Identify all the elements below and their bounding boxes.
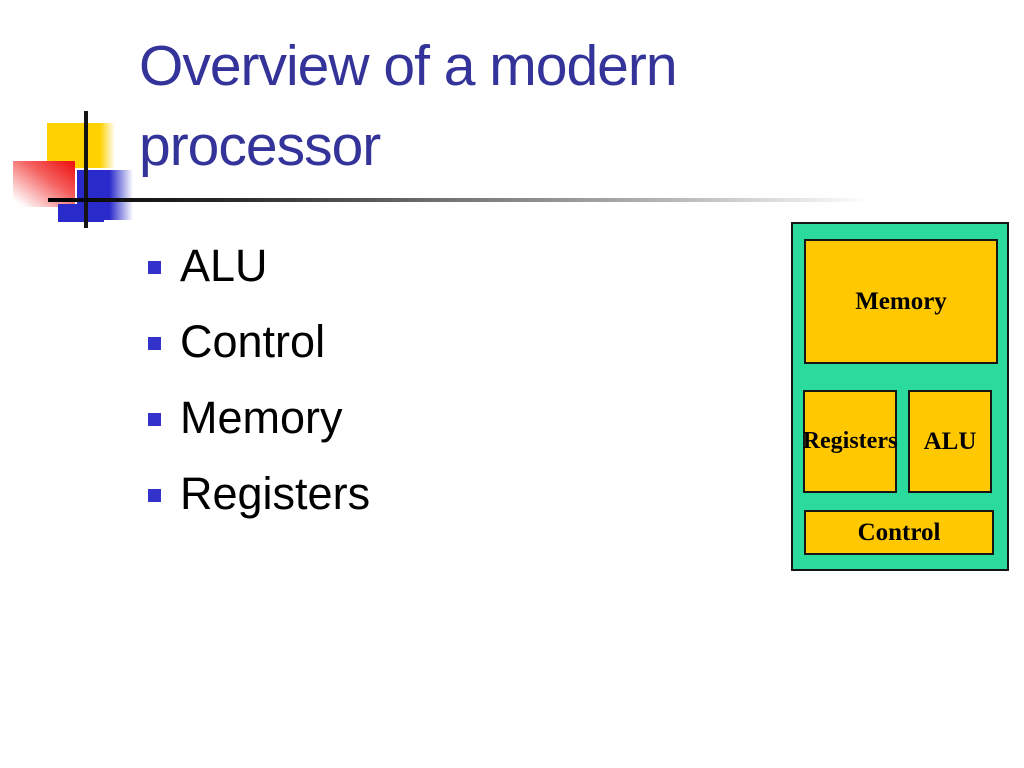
bullet-list: ALU Control Memory Registers: [148, 228, 370, 532]
slide-title: Overview of a modern processor: [139, 34, 678, 178]
decor-vertical-line: [84, 111, 88, 228]
diagram-block-control: Control: [804, 510, 994, 555]
diagram-block-label: Registers: [802, 428, 898, 454]
bullet-square-icon: [148, 261, 161, 274]
bullet-item: Registers: [148, 456, 370, 532]
decor-blue-square-lower: [58, 204, 104, 222]
bullet-item: ALU: [148, 228, 370, 304]
bullet-label: Registers: [180, 468, 371, 519]
processor-diagram: Memory Registers ALU Control: [791, 222, 1009, 571]
diagram-block-registers: Registers: [803, 390, 897, 493]
bullet-square-icon: [148, 489, 161, 502]
bullet-label: ALU: [180, 240, 268, 291]
diagram-block-label: ALU: [923, 427, 977, 455]
bullet-item: Memory: [148, 380, 370, 456]
bullet-label: Memory: [180, 392, 343, 443]
diagram-block-memory: Memory: [804, 239, 998, 364]
bullet-square-icon: [148, 337, 161, 350]
diagram-block-label: Control: [857, 518, 941, 546]
diagram-block-label: Memory: [855, 287, 947, 315]
diagram-block-alu: ALU: [908, 390, 992, 493]
bullet-square-icon: [148, 413, 161, 426]
bullet-label: Control: [180, 316, 326, 367]
title-divider-line: [48, 198, 872, 202]
decor-yellow-square: [47, 123, 115, 168]
bullet-item: Control: [148, 304, 370, 380]
